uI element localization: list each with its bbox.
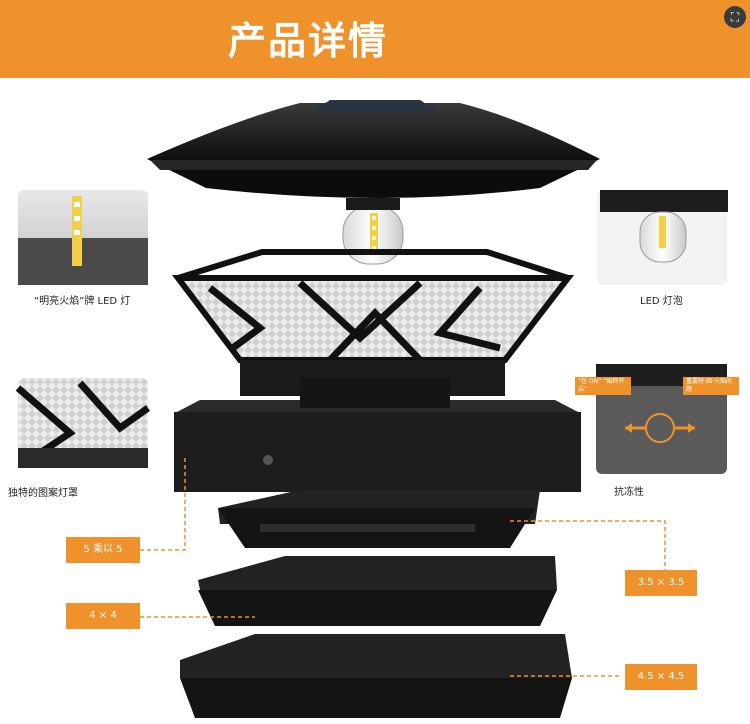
- adapter-4-5x4-5: [180, 634, 572, 718]
- antifreeze-tag-left: “在 ON” “始终开启”: [575, 377, 631, 395]
- caption-led-brand: “明亮火焰”牌 LED 灯: [34, 296, 131, 307]
- page-title: 产品详情: [228, 19, 389, 63]
- antifreeze-tag-right: 重要特·固·火焰问 题: [683, 377, 739, 395]
- size-tag-4x4: 4 × 4: [66, 603, 140, 629]
- caption-antifreeze: 抗冻性: [614, 487, 644, 498]
- adapter-5x5: [218, 490, 540, 548]
- size-tag-3-5x3-5: 3.5 × 3.5: [625, 570, 697, 596]
- caption-lampshade: 独特的图案灯罩: [8, 488, 78, 499]
- post-base: [174, 378, 581, 492]
- product-illustration: [15, 100, 728, 718]
- inset-led: [18, 190, 148, 285]
- solar-cap: [147, 100, 600, 198]
- scan-icon[interactable]: ⛶: [724, 6, 746, 28]
- caption-led-bulb: LED 灯泡: [640, 296, 683, 307]
- lampshade: [171, 249, 575, 396]
- size-leader-lines: [140, 458, 666, 677]
- inset-bulb: [597, 190, 728, 285]
- size-tag-5x5: 5 乘以 5: [66, 537, 140, 563]
- header-banner: 产品详情 ⛶: [0, 0, 750, 78]
- size-tag-4-5x4-5: 4.5 × 4.5: [625, 664, 697, 690]
- inset-shade: [15, 378, 151, 468]
- adapter-3-5x3-5: [198, 556, 557, 626]
